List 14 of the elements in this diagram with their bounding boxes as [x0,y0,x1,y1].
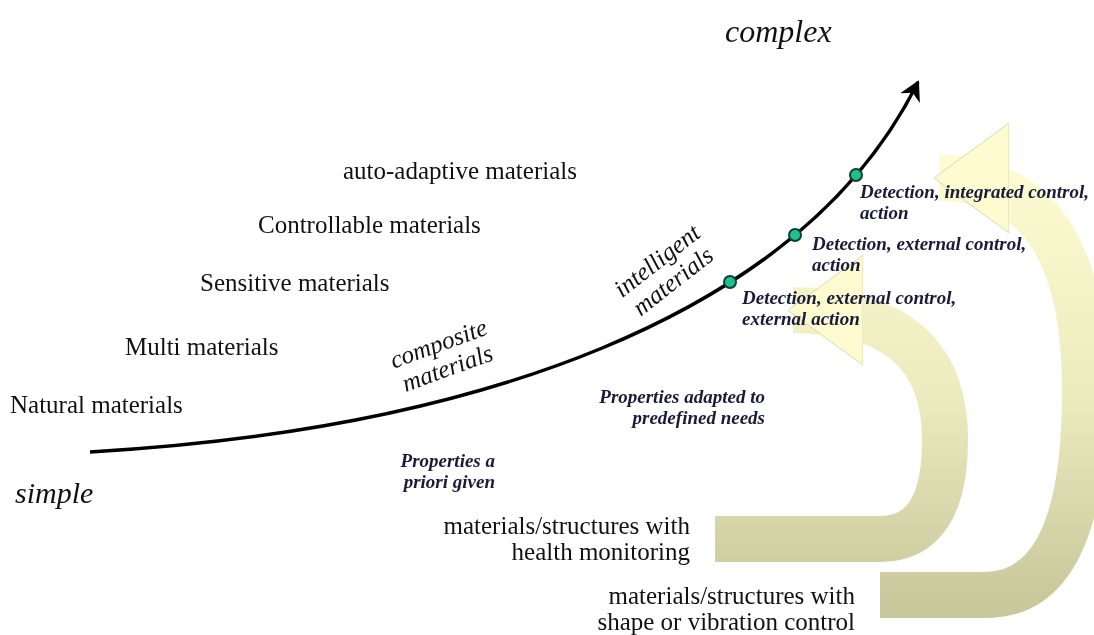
axis-label: simple [15,476,94,510]
node-dot [788,227,802,242]
stage-text: materials/structures with health monitoring [390,513,690,565]
note-text: Properties adapted to predefined needs [598,386,765,428]
category-label: auto-adaptive materials [343,158,577,184]
category-label: Controllable materials [258,212,481,238]
category-label: Natural materials [10,392,183,418]
node-dot [849,168,863,182]
category-label: Multi materials [125,334,279,360]
note-text: Properties a priori given [399,450,495,492]
axis-label: complex [725,14,832,48]
stage-text: materials/structures with shape or vibration control [595,583,855,635]
node-dot [723,275,737,290]
category-label: Sensitive materials [200,270,390,296]
